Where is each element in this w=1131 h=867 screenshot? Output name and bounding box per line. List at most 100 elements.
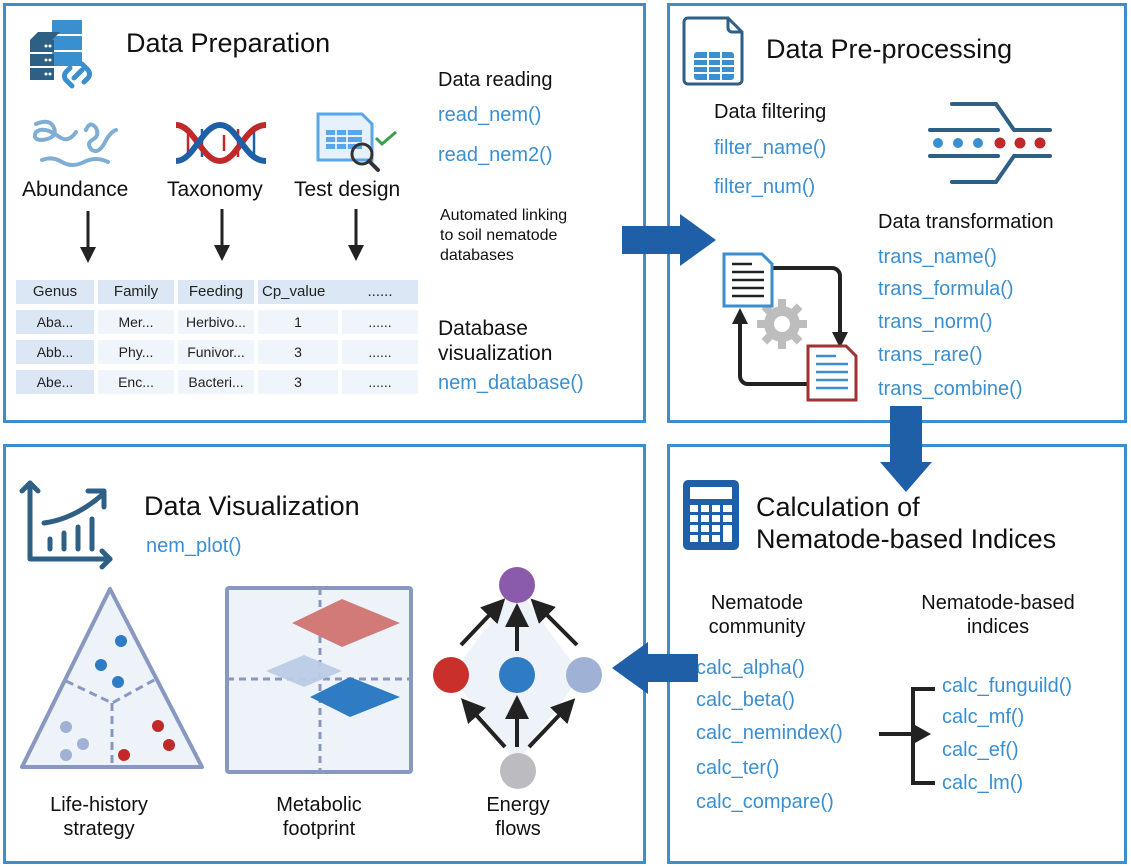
input-taxonomy: Taxonomy — [167, 178, 263, 201]
function-trans-norm[interactable]: trans_norm() — [878, 311, 993, 333]
table-cell: Phy... — [98, 340, 174, 364]
function-trans-rare[interactable]: trans_rare() — [878, 344, 983, 366]
table-cell: Bacteri... — [178, 370, 254, 394]
function-calc-compare[interactable]: calc_compare() — [696, 791, 834, 813]
table-header: Feeding — [178, 280, 254, 304]
plot-label-line: Metabolic — [276, 794, 362, 816]
input-abundance: Abundance — [22, 178, 129, 201]
node-lightblue — [566, 657, 602, 693]
table-header: Family — [98, 280, 174, 304]
table-cell: 3 — [258, 340, 338, 364]
node-gray — [500, 753, 536, 789]
function-calc-alpha[interactable]: calc_alpha() — [696, 657, 805, 679]
plot-label-line: footprint — [282, 818, 356, 840]
plot-label-line: Energy — [486, 794, 550, 816]
data-filtering-heading: Data filtering — [714, 101, 827, 123]
function-filter-num[interactable]: filter_num() — [714, 176, 816, 198]
point-red — [152, 720, 164, 732]
node-purple — [499, 567, 535, 603]
table-header: ...... — [342, 280, 418, 304]
table-cell: ...... — [342, 370, 418, 394]
table-row: Abe... Enc... Bacteri... 3 ...... — [16, 370, 426, 394]
point-blue — [115, 635, 127, 647]
panel-title: Calculation of Nematode-based Indices — [756, 491, 1056, 555]
table-cell: Abe... — [16, 370, 94, 394]
function-calc-mf[interactable]: calc_mf() — [942, 706, 1025, 728]
panel-calculation-indices: Calculation of Nematode-based Indices Ne… — [667, 444, 1127, 864]
panel-title-line: Calculation of — [756, 492, 920, 522]
indices-heading-line: indices — [966, 616, 1030, 638]
table-cell: Abb... — [16, 340, 94, 364]
flow-arrow-down — [880, 406, 932, 492]
table-header: Genus — [16, 280, 94, 304]
node-red — [433, 657, 469, 693]
function-calc-beta[interactable]: calc_beta() — [696, 689, 795, 711]
function-calc-ter[interactable]: calc_ter() — [696, 757, 780, 779]
panel-data-preparation: Data Preparation Abundance Taxonomy Test… — [3, 3, 646, 423]
indices-heading: Nematode-based indices — [908, 591, 1088, 639]
plot-label-life-history: Life-history strategy — [34, 793, 164, 841]
linking-note-line: Automated linking — [440, 207, 568, 224]
function-calc-lm[interactable]: calc_lm() — [942, 772, 1024, 794]
linking-note: Automated linking to soil nematode datab… — [440, 206, 567, 266]
function-trans-formula[interactable]: trans_formula() — [878, 278, 1014, 300]
function-read-nem2[interactable]: read_nem2() — [438, 144, 553, 166]
panel-title: Data Pre-processing — [766, 34, 1013, 64]
function-calc-funguild[interactable]: calc_funguild() — [942, 675, 1073, 697]
function-calc-nemindex[interactable]: calc_nemindex() — [696, 722, 843, 744]
panel-title: Data Preparation — [126, 28, 331, 58]
input-test-design: Test design — [294, 178, 401, 201]
community-heading-line: community — [708, 616, 806, 638]
community-heading: Nematode community — [692, 591, 822, 639]
plot-label-line: Life-history — [50, 794, 148, 816]
function-nem-plot[interactable]: nem_plot() — [146, 535, 242, 557]
plot-label-line: strategy — [63, 818, 135, 840]
nematode-icon — [32, 119, 118, 167]
table-cell: Enc... — [98, 370, 174, 394]
point-red — [163, 739, 175, 751]
point-lightblue — [77, 738, 89, 750]
function-calc-ef[interactable]: calc_ef() — [942, 739, 1019, 761]
database-link-icon — [30, 20, 92, 89]
flow-arrow-right — [622, 214, 716, 266]
growth-chart-icon — [19, 480, 113, 570]
panel-title-line: Nematode-based Indices — [756, 524, 1057, 554]
down-arrow-icon — [80, 211, 96, 263]
flow-arrow-left — [612, 642, 698, 694]
db-vis-heading-line: visualization — [438, 342, 553, 365]
db-vis-heading-line: Database — [438, 317, 528, 340]
table-cell: Aba... — [16, 310, 94, 334]
linking-note-line: databases — [440, 247, 514, 264]
function-trans-combine[interactable]: trans_combine() — [878, 378, 1023, 400]
dna-icon — [175, 121, 267, 165]
energy-flows-diagram — [433, 567, 602, 789]
function-read-nem[interactable]: read_nem() — [438, 104, 542, 126]
test-design-icon — [316, 112, 397, 172]
database-table: Genus Family Feeding Cp_value ...... Aba… — [16, 280, 426, 400]
footprint-lightblue — [266, 655, 342, 687]
table-header-row: Genus Family Feeding Cp_value ...... — [16, 280, 426, 304]
down-arrow-icon — [214, 209, 230, 261]
footprint-red — [292, 599, 400, 647]
node-blue — [499, 657, 535, 693]
spreadsheet-file-icon — [682, 16, 744, 86]
function-trans-name[interactable]: trans_name() — [878, 246, 997, 268]
panel-data-preprocessing: Data Pre-processing Data filtering filte… — [667, 3, 1127, 423]
indices-heading-line: Nematode-based — [921, 592, 1075, 614]
table-cell: Herbivo... — [178, 310, 254, 334]
function-filter-name[interactable]: filter_name() — [714, 137, 827, 159]
linking-note-line: to soil nematode — [440, 227, 558, 244]
metabolic-footprint-plot — [225, 586, 413, 774]
db-vis-heading: Database visualization — [438, 316, 552, 366]
community-heading-line: Nematode — [710, 592, 804, 614]
point-blue — [95, 659, 107, 671]
life-history-ternary-plot — [20, 587, 204, 769]
table-cell: Mer... — [98, 310, 174, 334]
data-reading-heading: Data reading — [438, 69, 553, 91]
table-cell: ...... — [342, 310, 418, 334]
point-blue — [112, 676, 124, 688]
table-cell: 3 — [258, 370, 338, 394]
table-row: Aba... Mer... Herbivo... 1 ...... — [16, 310, 426, 334]
function-nem-database[interactable]: nem_database() — [438, 372, 584, 394]
footprint-blue — [310, 677, 400, 717]
